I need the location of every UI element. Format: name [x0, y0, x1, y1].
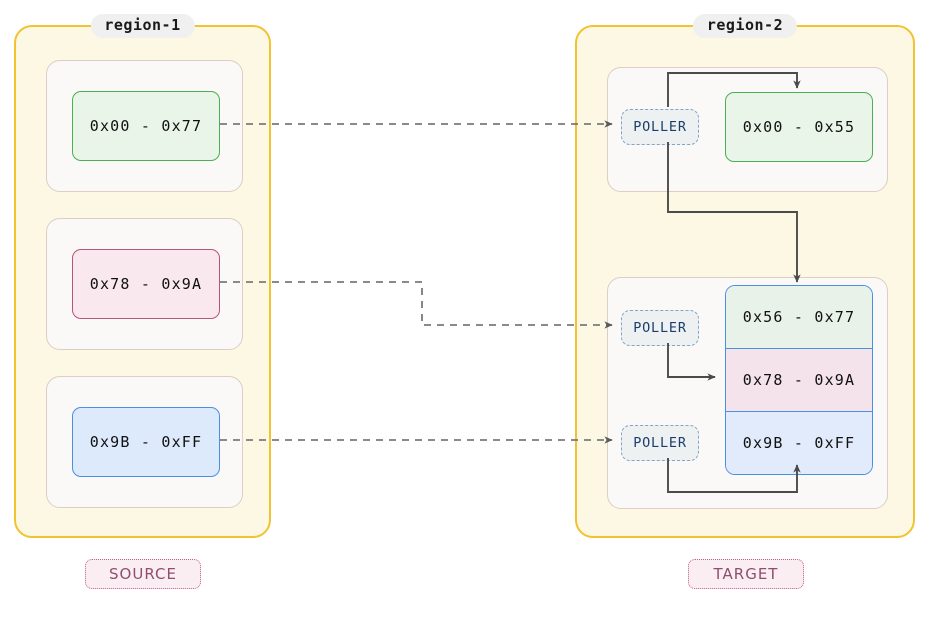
source-region-title: region-1	[90, 14, 195, 38]
wire-source1-to-poller1	[220, 281, 613, 329]
target-region: region-2 POLLER POLLER POLLER 0x00 - 0x5…	[575, 14, 915, 538]
target-stack-seg-2[interactable]: 0x9B - 0xFF	[726, 412, 872, 474]
source-block-2[interactable]: 0x9B - 0xFF	[72, 407, 220, 477]
target-stack-seg-1[interactable]: 0x78 - 0x9A	[726, 349, 872, 412]
target-region-title: region-2	[692, 14, 798, 38]
target-stack: 0x56 - 0x77 0x78 - 0x9A 0x9B - 0xFF	[725, 285, 873, 475]
poller-2[interactable]: POLLER	[621, 425, 699, 461]
poller-1[interactable]: POLLER	[621, 310, 699, 346]
poller-0[interactable]: POLLER	[621, 109, 699, 145]
source-block-0[interactable]: 0x00 - 0x77	[72, 91, 220, 161]
target-stack-seg-0[interactable]: 0x56 - 0x77	[726, 286, 872, 349]
source-block-1[interactable]: 0x78 - 0x9A	[72, 249, 220, 319]
target-block-top[interactable]: 0x00 - 0x55	[725, 92, 873, 162]
target-legend-chip[interactable]: TARGET	[688, 559, 804, 589]
source-region: region-1 0x00 - 0x77 0x78 - 0x9A 0x9B - …	[14, 14, 271, 538]
source-legend-chip[interactable]: SOURCE	[85, 559, 201, 589]
